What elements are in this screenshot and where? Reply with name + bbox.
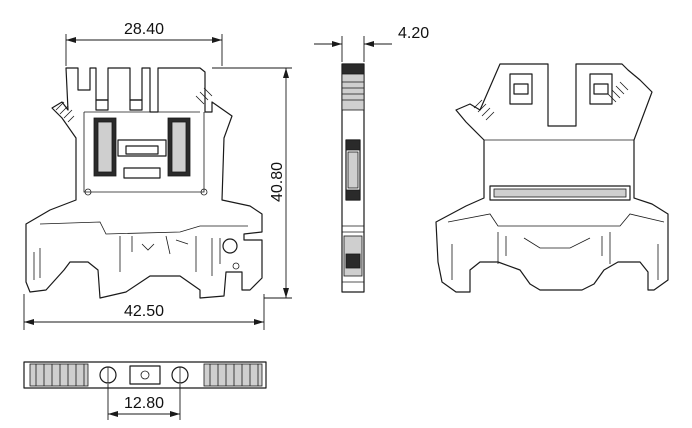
front-view (25, 67, 263, 299)
dim-label-top-width: 28.40 (124, 21, 164, 38)
dim-label-screw-spacing: 12.80 (124, 395, 164, 412)
bottom-view (23, 361, 267, 389)
dim-label-height: 40.80 (269, 162, 286, 202)
dim-base-width: 42.50 (23, 294, 265, 330)
perspective-view (435, 63, 669, 293)
side-view (341, 63, 365, 293)
dim-label-side-thickness: 4.20 (398, 25, 429, 42)
dim-side-thickness: 4.20 (314, 25, 429, 62)
dim-screw-spacing: 12.80 (107, 384, 181, 420)
dim-height: 40.80 (212, 67, 292, 299)
dim-label-base-width: 42.50 (124, 303, 164, 320)
dim-top-width: 28.40 (65, 21, 223, 66)
